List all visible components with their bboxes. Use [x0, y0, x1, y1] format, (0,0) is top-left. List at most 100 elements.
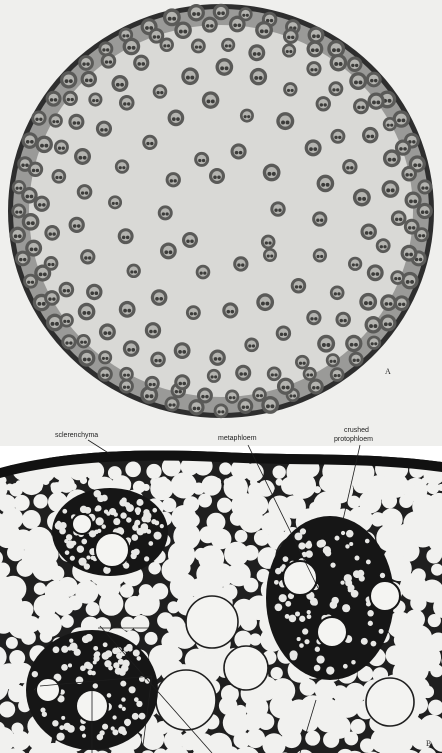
vascular-bundle — [119, 367, 134, 382]
vascular-bundle — [46, 91, 62, 107]
vascular-bundle — [353, 98, 369, 114]
vascular-bundle — [142, 135, 157, 150]
vascular-bundle — [181, 67, 199, 85]
vascular-bundle — [61, 334, 76, 349]
vascular-bundle — [101, 53, 117, 69]
vascular-bundle — [267, 366, 282, 381]
vascular-bundle — [256, 293, 274, 311]
vascular-bundle — [202, 17, 218, 33]
vascular-bundle — [59, 313, 73, 327]
vascular-bundle — [277, 378, 294, 395]
vascular-bundle — [240, 109, 254, 123]
vascular-bundle — [108, 195, 122, 209]
vascular-bundle — [174, 21, 192, 39]
vascular-bundle — [222, 302, 238, 318]
vascular-bundle — [78, 55, 94, 71]
vascular-bundle — [78, 350, 95, 367]
vascular-bundle — [390, 270, 405, 285]
vascular-bundle — [69, 217, 85, 233]
vascular-bundle — [270, 201, 285, 216]
vascular-bundle — [383, 149, 401, 167]
vascular-bundle — [160, 243, 177, 260]
vascular-bundle — [404, 219, 420, 235]
vascular-bundle — [119, 301, 136, 318]
vascular-bundle — [88, 92, 102, 106]
vascular-bundle — [353, 189, 371, 207]
vascular-bundle — [330, 367, 345, 382]
vascular-bundle — [349, 72, 367, 90]
vascular-bundle — [191, 39, 206, 54]
panel-b-letter: B — [426, 739, 431, 748]
vascular-bundle — [312, 211, 327, 226]
vascular-bundle — [235, 365, 251, 381]
vascular-bundle — [25, 240, 42, 257]
vascular-bundle — [261, 235, 276, 250]
vascular-bundle — [196, 265, 211, 280]
vascular-bundle — [86, 284, 102, 300]
vascular-bundle — [115, 159, 129, 173]
vascular-bundle — [151, 289, 168, 306]
vascular-bundle — [207, 369, 221, 383]
vascular-bundle — [347, 57, 362, 72]
vascular-bundle — [248, 44, 265, 61]
vascular-bundle — [54, 140, 69, 155]
vascular-bundle — [186, 305, 201, 320]
vascular-bundle — [215, 58, 233, 76]
vascular-bundle — [252, 387, 267, 402]
vascular-bundle — [380, 294, 397, 311]
vascular-bundle — [77, 184, 93, 200]
vascular-bundle — [305, 139, 322, 156]
vascular-bundle — [118, 228, 134, 244]
vascular-bundle — [74, 148, 91, 165]
vascular-bundle — [231, 143, 247, 159]
vascular-bundle — [68, 114, 84, 130]
vascular-bundle — [44, 290, 60, 306]
vascular-bundle — [291, 278, 306, 293]
vascular-bundle — [255, 21, 273, 39]
vascular-bundle — [405, 192, 422, 209]
vascular-bundle — [174, 342, 191, 359]
vascular-bundle — [367, 93, 384, 110]
vascular-bundle — [123, 340, 140, 357]
vascular-bundle — [209, 349, 225, 365]
vascular-bundle — [349, 352, 364, 367]
vascular-bundle — [59, 282, 75, 298]
vascular-bundle — [98, 350, 112, 364]
vascular-bundle — [22, 213, 40, 231]
vascular-bundle — [391, 210, 407, 226]
vascular-bundle — [359, 293, 377, 311]
vascular-bundle — [209, 168, 225, 184]
vascular-bundle-detail — [52, 488, 168, 576]
vascular-bundle — [194, 152, 209, 167]
vascular-bundle — [44, 225, 60, 241]
label-metaphloem: metaphloem — [218, 435, 257, 442]
vascular-bundle — [174, 374, 190, 390]
vascular-bundle — [250, 68, 267, 85]
vascular-bundle — [202, 91, 219, 108]
vascular-bundle — [362, 127, 379, 144]
vascular-bundle — [99, 323, 116, 340]
vascular-bundle — [379, 314, 396, 331]
vascular-bundle — [9, 227, 26, 244]
label-crushed-protophloem-line1: crushed — [344, 427, 369, 434]
vascular-bundle — [330, 54, 348, 72]
vascular-bundle — [360, 223, 376, 239]
vascular-bundle — [166, 172, 181, 187]
vascular-bundle — [326, 353, 340, 367]
vascular-bundle — [237, 398, 253, 414]
vascular-bundle — [308, 379, 324, 395]
vascular-bundle — [150, 352, 166, 368]
vascular-bundle — [401, 166, 417, 182]
vascular-bundle — [295, 355, 310, 370]
vascular-bundle — [367, 336, 381, 350]
vascular-bundle — [221, 38, 235, 52]
vascular-bundle — [80, 249, 95, 264]
vascular-bundle — [119, 95, 135, 111]
vascular-bundle — [306, 310, 321, 325]
vascular-bundle — [96, 121, 112, 137]
vascular-bundle — [263, 248, 277, 262]
vascular-bundle — [330, 129, 345, 144]
vascular-bundle — [233, 256, 248, 271]
vascular-bundle — [78, 303, 96, 321]
